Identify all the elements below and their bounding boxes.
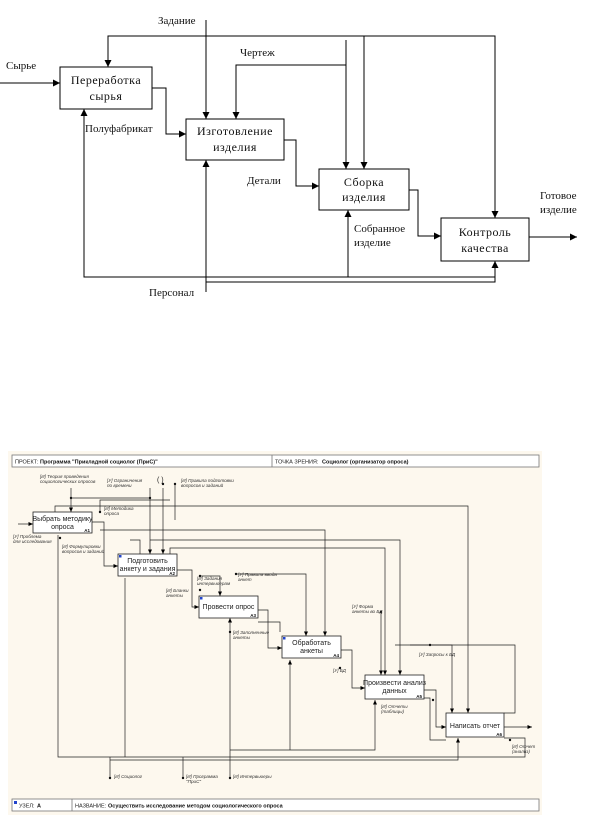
- idef0-diagram-top: [0, 20, 577, 292]
- label-final: изделие: [540, 204, 577, 216]
- label-parts: Детали: [247, 175, 281, 187]
- activity-label: Произвести анализ: [363, 680, 426, 687]
- arrow-label: [И] Отчет: [511, 744, 535, 749]
- arrow-label: [И] Правила подготовки: [180, 478, 234, 483]
- title-value: Осуществить исследование методом социоло…: [108, 804, 284, 810]
- box-label: изделия: [213, 140, 257, 154]
- arrow-label: [И] Программа: [185, 774, 218, 779]
- project-value: Программа "Прикладной социолог (ПриС)": [40, 459, 158, 466]
- arrow-label: [У] Правила ввода: [237, 572, 277, 577]
- arrow-label: (анализ): [512, 749, 530, 754]
- arrow-label: интервьюерам: [197, 581, 231, 586]
- box-label: изделия: [342, 190, 386, 204]
- arrow-label: [У] Запросы к БД: [418, 652, 456, 657]
- label-raw: Сырье: [6, 60, 36, 72]
- arrow-label: [И] Методика: [103, 506, 134, 511]
- arrow-label: анкеты: [166, 593, 184, 598]
- arrow-label: [У] БД: [332, 668, 347, 673]
- arrow-label: анкеты: [233, 635, 251, 640]
- arrow-label: [И] Социолог: [113, 774, 143, 779]
- arrow-labels-small: [И] Теория проведения социологических оп…: [12, 474, 535, 784]
- arrow-label: [У] Ограничения: [106, 478, 143, 483]
- arrow-label: [И] Отчеты: [380, 704, 408, 709]
- box-label: Переработка: [71, 73, 141, 87]
- tunnel-marker: ( ): [157, 477, 164, 484]
- box-label: Контроль: [459, 225, 512, 239]
- activity-label: Написать отчет: [450, 723, 501, 730]
- arrow-label: опроса: [104, 511, 119, 516]
- box-label: Сборка: [344, 175, 384, 189]
- arrow-label: вопросов и заданий: [62, 548, 105, 554]
- arrow-label: "ПриС": [186, 779, 201, 784]
- box-label: качества: [461, 241, 509, 255]
- activity-number: A2: [169, 571, 175, 576]
- activity-number: A1: [84, 528, 90, 533]
- view-value: Социолог (организатор опроса): [322, 460, 409, 466]
- activity-number: A5: [416, 694, 422, 699]
- activity-number: A6: [496, 732, 502, 737]
- arrow-label: [И] Формулировки: [61, 544, 101, 549]
- arrow-label: [У] Проблема: [12, 534, 42, 539]
- arrow-label: для исследования: [13, 539, 52, 544]
- arrow-label: [И] Бланки: [165, 588, 189, 593]
- arrow-mech-b4: [206, 261, 499, 283]
- footer-frame: [11, 798, 540, 812]
- box-label: сырья: [90, 89, 123, 103]
- arrow-label: анкет: [238, 577, 252, 582]
- activity-label: Выбрать методику: [32, 515, 93, 523]
- activity-label: анкету и задания: [120, 566, 176, 573]
- arrow-label: [И] Интервьюеры: [232, 774, 272, 779]
- arrow-label: [И] Заполненные: [232, 630, 270, 635]
- activity-number: A4: [333, 653, 339, 658]
- arrow-label: [У] Форма: [351, 604, 374, 609]
- label-drawing: Чертеж: [240, 47, 275, 59]
- arrow-label: [И] Задания: [196, 576, 223, 581]
- project-label: ПРОЕКТ:: [15, 460, 39, 466]
- title-label: НАЗВАНИЕ:: [75, 804, 107, 810]
- arrow-label: [И] Теория проведения: [39, 474, 89, 479]
- activity-number: A3: [250, 613, 256, 618]
- activity-label: данных: [382, 688, 407, 695]
- sheet-background: [8, 451, 542, 815]
- label-semi: Полуфабрикат: [85, 123, 153, 135]
- label-personnel: Персонал: [149, 287, 195, 299]
- activity-label: анкеты: [300, 648, 323, 655]
- arrow-label: социологических опросов: [40, 479, 96, 484]
- activity-box-texts: Выбрать методику опроса A1 Подготовить а…: [32, 515, 502, 737]
- box-quality-control: [440, 217, 530, 262]
- label-assembled: изделие: [354, 237, 391, 249]
- node-value: A: [37, 804, 41, 810]
- box-manufacture: [185, 118, 285, 161]
- activity-label: опроса: [51, 524, 74, 531]
- arrow-label: анкеты во БД: [352, 609, 383, 614]
- activity-label: Подготовить: [127, 558, 168, 565]
- arrow-assembled: [409, 189, 441, 240]
- arrow-label: (таблицы): [381, 709, 404, 714]
- top-arrow-labels: Сырье Задание Чертеж Полуфабрикат Детали…: [6, 15, 577, 299]
- box-raw-processing: [59, 66, 153, 110]
- arrow-drawing: [235, 64, 346, 119]
- header-frame: [11, 454, 540, 468]
- label-assignment: Задание: [158, 15, 196, 27]
- node-label: УЗЕЛ:: [19, 804, 35, 810]
- arrow-label: вопросов и заданий: [181, 482, 224, 488]
- arrow-parts: [284, 139, 319, 190]
- activity-label: Обработать: [292, 639, 331, 647]
- label-final: Готовое: [540, 190, 577, 202]
- idef0-diagram-bottom: ПРОЕКТ: Программа "Прикладной социолог (…: [8, 451, 542, 815]
- activity-label: Провести опрос: [203, 604, 255, 611]
- arrow-semi-product: [152, 87, 186, 138]
- arrow-label: по времени: [107, 483, 132, 488]
- box-label: Изготовление: [197, 124, 273, 138]
- top-box-labels: Переработка сырья Изготовление изделия С…: [71, 73, 511, 255]
- label-assembled: Собранное: [354, 223, 405, 235]
- view-label: ТОЧКА ЗРЕНИЯ:: [275, 460, 319, 466]
